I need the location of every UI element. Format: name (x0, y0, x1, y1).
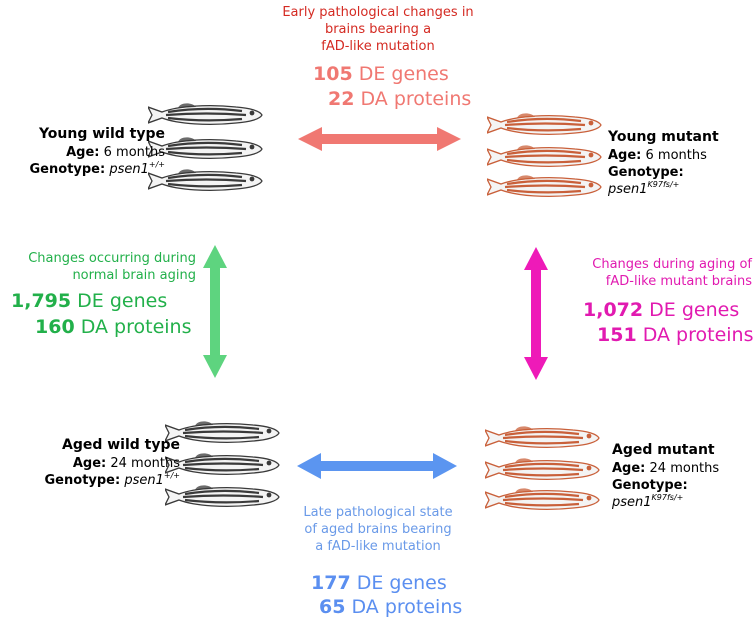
bottom-da-proteins: 65 DA proteins (319, 596, 463, 618)
bottom-caption: Late pathological state of aged brains b… (303, 505, 453, 554)
top-da-proteins: 22 DA proteins (328, 88, 472, 110)
bottom-double-arrow (297, 453, 457, 479)
aged-wild-fish-icon (165, 420, 280, 508)
young-mutant-title: Young mutant (608, 129, 719, 145)
right-caption: Changes during aging of fAD-like mutant … (592, 257, 752, 289)
young-wild-label: Young wild type Age: 6 months Genotype: … (30, 125, 165, 178)
right-de-genes: 1,072 DE genes (583, 299, 740, 321)
aged-wild-title: Aged wild type (61, 437, 180, 453)
young-wild-age: Age: 6 months (66, 145, 165, 160)
aged-mutant-age: Age: 24 months (612, 461, 720, 476)
aged-mutant-label: Aged mutant Age: 24 months Genotype: pse… (612, 441, 756, 511)
left-double-arrow (203, 245, 227, 378)
left-caption: Changes occurring during normal brain ag… (28, 251, 196, 283)
right-da-proteins: 151 DA proteins (597, 324, 754, 346)
aged-wild-label: Aged wild type Age: 24 months Genotype: … (45, 436, 180, 489)
aged-mutant-title: Aged mutant (612, 442, 715, 458)
left-de-genes: 1,795 DE genes (11, 290, 168, 312)
top-de-genes: 105 DE genes (313, 63, 449, 85)
young-mutant-age: Age: 6 months (608, 148, 707, 163)
young-wild-genotype: Genotype: psen1+/+ (29, 160, 165, 178)
young-mutant-label: Young mutant Age: 6 months Genotype: pse… (608, 128, 756, 198)
aged-mutant-genotype: Genotype: psen1K97fs/+ (612, 478, 688, 510)
bottom-de-genes: 177 DE genes (311, 572, 447, 594)
top-caption: Early pathological changes in brains bea… (282, 5, 474, 54)
young-wild-title: Young wild type (38, 126, 165, 142)
aged-wild-genotype: Genotype: psen1+/+ (44, 471, 180, 489)
left-da-proteins: 160 DA proteins (35, 316, 192, 338)
right-double-arrow (524, 247, 548, 380)
young-mutant-genotype: Genotype: psen1K97fs/+ (608, 165, 684, 197)
top-double-arrow (298, 127, 461, 151)
aged-wild-age: Age: 24 months (72, 456, 180, 471)
aged-mutant-fish-icon (485, 425, 600, 511)
young-wild-fish-icon (148, 102, 263, 192)
young-mutant-fish-icon (487, 112, 602, 198)
